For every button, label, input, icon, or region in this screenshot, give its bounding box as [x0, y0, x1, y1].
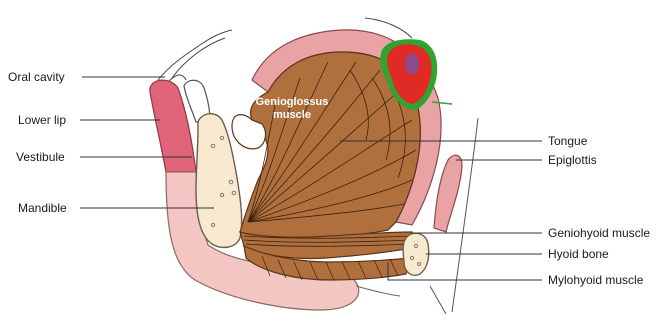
- pharynx-front-line: [430, 286, 446, 314]
- label-mandible: Mandible: [18, 201, 67, 215]
- label-lower-lip: Lower lip: [18, 113, 66, 127]
- label-hyoid-bone: Hyoid bone: [548, 247, 609, 261]
- pharynx-wall-line: [452, 118, 478, 312]
- label-epiglottis: Epiglottis: [548, 153, 597, 167]
- label-oral-cavity: Oral cavity: [8, 70, 65, 84]
- label-genioglossus-line2: muscle: [273, 109, 311, 121]
- label-geniohyoid-muscle: Geniohyoid muscle: [548, 226, 650, 240]
- epiglottis-shape: [434, 155, 462, 232]
- label-tongue: Tongue: [548, 134, 588, 148]
- floor-line: [356, 286, 400, 296]
- label-genioglossus-line1: Genioglossus: [256, 96, 329, 108]
- tonsil-purple: [405, 54, 419, 74]
- label-vestibule: Vestibule: [16, 150, 65, 164]
- hyoid-bone-shape: [403, 233, 429, 275]
- label-mylohyoid-muscle: Mylohyoid muscle: [548, 273, 644, 287]
